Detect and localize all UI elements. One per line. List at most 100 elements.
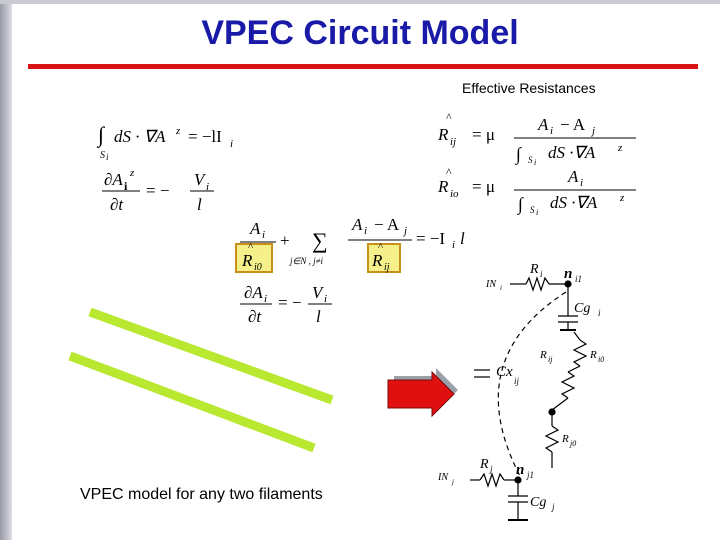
svg-text:j1: j1 bbox=[526, 470, 534, 480]
svg-text:l: l bbox=[316, 307, 321, 326]
svg-text:ij: ij bbox=[384, 262, 390, 273]
svg-text:j: j bbox=[590, 125, 595, 137]
svg-text:i: i bbox=[550, 125, 553, 137]
svg-text:^: ^ bbox=[446, 165, 452, 179]
cg-j-label: Cg bbox=[530, 495, 546, 510]
svg-text:∂t: ∂t bbox=[248, 307, 262, 326]
svg-text:= μ: = μ bbox=[472, 177, 495, 196]
svg-text:z: z bbox=[619, 192, 625, 204]
slide-top-frame bbox=[0, 0, 720, 4]
svg-text:j: j bbox=[489, 464, 493, 474]
svg-text:R: R bbox=[371, 251, 383, 270]
svg-text:i: i bbox=[540, 269, 543, 279]
svg-text:∂t: ∂t bbox=[110, 195, 124, 214]
svg-text:∫: ∫ bbox=[96, 122, 106, 148]
svg-text:z: z bbox=[617, 142, 623, 154]
cg-i-label: Cg bbox=[574, 301, 590, 316]
svg-text:i: i bbox=[206, 181, 209, 193]
node-i1-label: n bbox=[564, 266, 572, 282]
svg-text:dS ·∇A: dS ·∇A bbox=[550, 193, 598, 212]
equation-combined: A i ^ R i0 + ∑ j∈N , j≠i A i − A j ^ R i… bbox=[235, 215, 465, 273]
svg-text:ij: ij bbox=[548, 355, 553, 364]
svg-text:∫: ∫ bbox=[515, 144, 522, 165]
highlight-r-ij bbox=[367, 243, 401, 273]
svg-text:i1: i1 bbox=[575, 274, 582, 284]
svg-text:z: z bbox=[175, 125, 181, 137]
svg-text:A: A bbox=[567, 167, 579, 186]
svg-text:i: i bbox=[500, 284, 502, 292]
svg-text:S: S bbox=[530, 205, 535, 215]
svg-text:− A: − A bbox=[374, 215, 400, 234]
svg-text:R: R bbox=[437, 177, 449, 196]
svg-text:z: z bbox=[129, 167, 135, 179]
svg-text:i: i bbox=[452, 239, 455, 251]
svg-text:S: S bbox=[528, 155, 533, 165]
equation-surface-integral: ∫ S i dS · ∇A z = −lI i bbox=[96, 122, 233, 162]
circuit-labels: IN i R i n i1 Cg i R ij R i0 Cx ij R j0 … bbox=[437, 262, 604, 512]
source-i-label: IN bbox=[485, 279, 497, 290]
svg-text:j: j bbox=[551, 502, 555, 512]
filament-caption: VPEC model for any two filaments bbox=[80, 486, 323, 503]
svg-text:= −: = − bbox=[146, 181, 169, 200]
equation-r-io: ^ R io = μ A i ∫ S i dS ·∇A z bbox=[437, 165, 636, 217]
equation-time-derivative-2: ∂A i ∂t = − V i l bbox=[240, 283, 332, 326]
svg-text:i: i bbox=[598, 308, 601, 318]
svg-text:j: j bbox=[451, 478, 454, 486]
filament-j bbox=[68, 351, 316, 453]
svg-text:∂A: ∂A bbox=[104, 170, 123, 189]
svg-text:V: V bbox=[312, 283, 325, 302]
right-arrow-icon bbox=[387, 368, 458, 418]
node-j1-label: n bbox=[516, 462, 524, 478]
svg-text:l: l bbox=[197, 195, 202, 214]
svg-text:A: A bbox=[351, 215, 363, 234]
svg-text:= μ: = μ bbox=[472, 125, 495, 144]
slide-left-frame bbox=[0, 0, 12, 540]
svg-text:A: A bbox=[537, 115, 549, 134]
svg-text:∂A: ∂A bbox=[244, 283, 263, 302]
svg-text:= −I: = −I bbox=[416, 229, 445, 248]
svg-text:A: A bbox=[249, 219, 261, 238]
svg-text:V: V bbox=[194, 170, 207, 189]
svg-text:i: i bbox=[106, 152, 109, 162]
svg-text:i: i bbox=[262, 229, 265, 241]
svg-text:ij: ij bbox=[514, 376, 520, 386]
svg-text:j0: j0 bbox=[569, 439, 576, 448]
svg-text:+: + bbox=[280, 231, 290, 250]
svg-text:S: S bbox=[100, 150, 105, 161]
svg-text:i: i bbox=[364, 225, 367, 237]
resistor-rj0-label: R bbox=[561, 433, 569, 445]
svg-text:= −lI: = −lI bbox=[188, 127, 222, 146]
svg-text:i: i bbox=[124, 179, 128, 193]
svg-text:− A: − A bbox=[560, 115, 586, 134]
equation-r-ij: ^ R ij = μ A i − A j ∫ S i dS ·∇A z bbox=[437, 110, 636, 167]
svg-text:i0: i0 bbox=[598, 355, 604, 364]
resistor-ri0-label: R bbox=[589, 349, 597, 361]
svg-text:i: i bbox=[536, 208, 538, 217]
svg-text:= −: = − bbox=[278, 293, 301, 312]
svg-text:R: R bbox=[437, 125, 449, 144]
resistor-ri-label: R bbox=[529, 262, 539, 277]
resistor-rij-label: R bbox=[539, 349, 547, 361]
svg-text:i0: i0 bbox=[254, 262, 262, 273]
svg-text:io: io bbox=[450, 188, 459, 200]
effective-resistances-label: Effective Resistances bbox=[462, 80, 596, 96]
svg-text:i: i bbox=[324, 293, 327, 305]
svg-text:^: ^ bbox=[248, 241, 254, 253]
svg-text:ij: ij bbox=[450, 136, 456, 148]
resistor-rj-label: R bbox=[479, 457, 489, 472]
svg-text:i: i bbox=[580, 177, 583, 189]
svg-text:dS · ∇A: dS · ∇A bbox=[114, 127, 166, 146]
svg-text:i: i bbox=[264, 293, 267, 305]
svg-text:R: R bbox=[241, 251, 253, 270]
svg-text:∫: ∫ bbox=[517, 194, 524, 215]
svg-text:dS ·∇A: dS ·∇A bbox=[548, 143, 596, 162]
title-divider bbox=[28, 64, 698, 69]
svg-text:i: i bbox=[534, 158, 536, 167]
svg-text:j∈N , j≠i: j∈N , j≠i bbox=[289, 256, 324, 266]
svg-text:l: l bbox=[460, 229, 465, 248]
highlight-r-ii bbox=[235, 243, 273, 273]
svg-text:∑: ∑ bbox=[312, 228, 328, 253]
filament-i bbox=[88, 307, 334, 405]
svg-text:i: i bbox=[230, 138, 233, 150]
